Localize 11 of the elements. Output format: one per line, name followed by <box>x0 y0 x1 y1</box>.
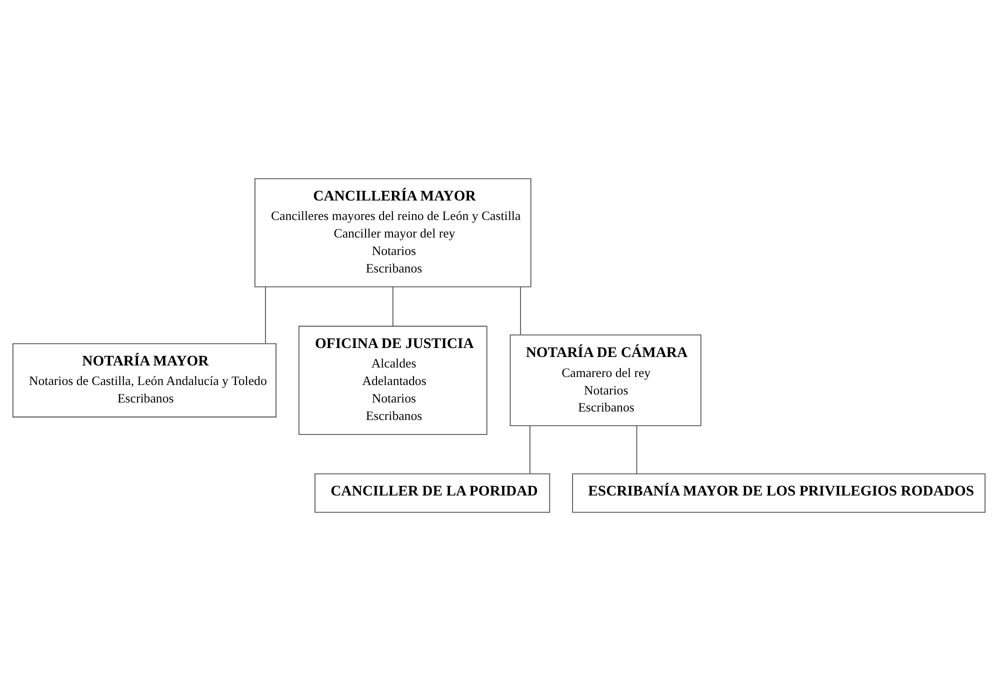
node-box: ESCRIBANÍA MAYOR DE LOS PRIVILEGIOS RODADOS <box>572 472 986 512</box>
connector <box>520 286 521 335</box>
connector <box>392 286 394 326</box>
node-box: CANCILLERÍA MAYOR Cancilleres mayores del reino de León y Castilla Canciller mayor del rey Notarios Escribanos <box>254 178 532 287</box>
connector <box>265 286 266 344</box>
node-box: NOTARÍA DE CÁMARA Camarero del rey Notarios Escribanos <box>510 334 702 426</box>
connector <box>529 424 530 474</box>
node-box: NOTARÍA MAYOR Notarios de Castilla, León Andalucía y Toledo Escribanos <box>12 342 276 417</box>
node-box: CANCILLER DE LA PORIDAD <box>314 472 550 512</box>
connector <box>636 424 638 474</box>
node-box: OFICINA DE JUSTICIA Alcaldes Adelantados Notarios Escribanos <box>298 325 488 434</box>
